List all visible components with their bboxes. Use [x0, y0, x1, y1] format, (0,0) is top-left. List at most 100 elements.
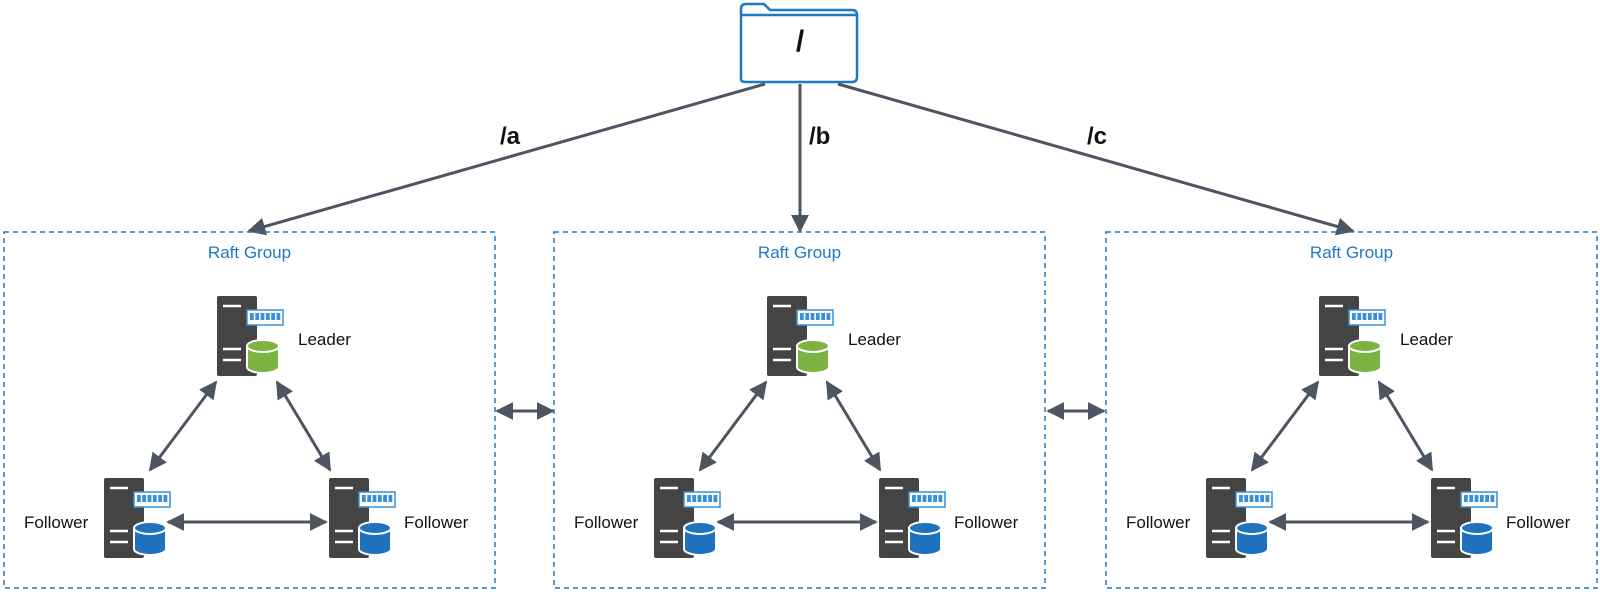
- raft-link-leader-follower-left: [698, 380, 768, 472]
- memory-chip: [800, 313, 804, 320]
- memory-chip: [1490, 495, 1495, 502]
- database-top: [246, 339, 280, 353]
- raft-link-leader-follower-left: [148, 380, 218, 472]
- memory-chip: [260, 313, 265, 320]
- memory-chip: [1244, 495, 1249, 502]
- database-icon: [683, 527, 717, 556]
- edge-root-to-group-c: [837, 82, 1355, 236]
- raft-group-border: [553, 231, 1046, 589]
- follower-server-icon[interactable]: [1206, 478, 1273, 558]
- memory-chip: [708, 495, 712, 502]
- memory-chip: [713, 495, 718, 502]
- raft-link-leader-follower-left: [1250, 380, 1320, 472]
- database-icon: [246, 345, 280, 374]
- follower-server-icon[interactable]: [1431, 478, 1498, 558]
- memory-chip: [265, 313, 270, 320]
- memory-chip: [1265, 495, 1270, 502]
- memory-chip: [1464, 495, 1468, 502]
- memory-chip: [271, 313, 275, 320]
- follower-server-icon[interactable]: [329, 478, 396, 558]
- leader-label: Leader: [298, 330, 351, 349]
- memory-chip: [697, 495, 702, 502]
- database-top: [1460, 521, 1494, 535]
- memory-chip: [377, 495, 382, 502]
- leader-label: Leader: [848, 330, 901, 349]
- database-top: [1235, 521, 1269, 535]
- memory-chip: [692, 495, 697, 502]
- database-top: [796, 339, 830, 353]
- edge-root-to-group-a: [247, 82, 766, 236]
- memory-chip: [821, 313, 825, 320]
- memory-chip: [1373, 313, 1377, 320]
- database-icon: [1235, 527, 1269, 556]
- memory-chip: [147, 495, 152, 502]
- leader-server-icon[interactable]: [217, 296, 284, 376]
- memory-chip: [1249, 495, 1254, 502]
- raft-link-leader-follower-right: [825, 380, 882, 472]
- follower-label: Follower: [574, 513, 639, 532]
- memory-chip: [1469, 495, 1474, 502]
- memory-chip: [1357, 313, 1362, 320]
- memory-chip: [933, 495, 937, 502]
- memory-chip: [702, 495, 707, 502]
- path-label-b: /b: [809, 123, 830, 150]
- raft-group-border: [3, 231, 496, 589]
- memory-chip: [362, 495, 366, 502]
- root-folder[interactable]: /: [739, 2, 859, 84]
- memory-chip: [255, 313, 260, 320]
- memory-chip: [367, 495, 372, 502]
- memory-chip: [152, 495, 157, 502]
- memory-chip: [917, 495, 922, 502]
- raft-group-title: Raft Group: [208, 243, 291, 262]
- memory-chip: [805, 313, 810, 320]
- memory-chip: [1239, 495, 1243, 502]
- database-icon: [358, 527, 392, 556]
- memory-chip: [372, 495, 377, 502]
- raft-group-border: [1105, 231, 1598, 589]
- database-icon: [133, 527, 167, 556]
- memory-chip: [1485, 495, 1489, 502]
- raft-group-title: Raft Group: [1310, 243, 1393, 262]
- path-edges: [247, 82, 1355, 236]
- follower-server-icon[interactable]: [654, 478, 721, 558]
- follower-label: Follower: [404, 513, 469, 532]
- follower-server-icon[interactable]: [879, 478, 946, 558]
- follower-server-icon[interactable]: [104, 478, 171, 558]
- database-top: [1348, 339, 1382, 353]
- memory-chip: [1352, 313, 1356, 320]
- database-icon: [1460, 527, 1494, 556]
- database-top: [133, 521, 167, 535]
- memory-chip: [912, 495, 916, 502]
- follower-label: Follower: [1506, 513, 1571, 532]
- memory-chip: [383, 495, 387, 502]
- database-icon: [796, 345, 830, 374]
- memory-chip: [826, 313, 831, 320]
- memory-chip: [922, 495, 927, 502]
- root-folder-label: /: [796, 25, 805, 58]
- raft-link-leader-follower-right: [1377, 380, 1434, 472]
- leader-server-icon[interactable]: [1319, 296, 1386, 376]
- database-top: [908, 521, 942, 535]
- memory-chip: [815, 313, 820, 320]
- memory-chip: [687, 495, 691, 502]
- leader-server-icon[interactable]: [767, 296, 834, 376]
- database-top: [683, 521, 717, 535]
- memory-chip: [927, 495, 932, 502]
- memory-chip: [276, 313, 281, 320]
- database-icon: [908, 527, 942, 556]
- memory-chip: [938, 495, 943, 502]
- memory-chip: [1479, 495, 1484, 502]
- memory-chip: [142, 495, 147, 502]
- memory-chip: [810, 313, 815, 320]
- database-top: [358, 521, 392, 535]
- memory-chip: [1474, 495, 1479, 502]
- path-label-a: /a: [500, 123, 521, 150]
- raft-group-title: Raft Group: [758, 243, 841, 262]
- memory-chip: [1378, 313, 1383, 320]
- follower-label: Follower: [24, 513, 89, 532]
